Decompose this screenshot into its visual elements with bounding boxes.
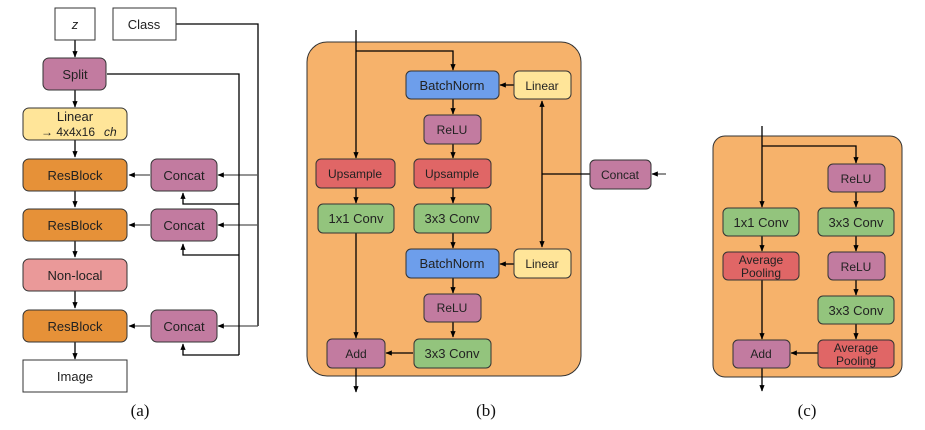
linear-label: Linear (57, 109, 94, 124)
resblock-label-3: ResBlock (48, 319, 103, 334)
linear-node-2 (513, 248, 572, 279)
conv3x3-node-1 (817, 207, 895, 237)
concat-node-1 (150, 158, 218, 192)
panel-a: z Class Split Linear → 4x4x16 ch ResBloc… (22, 7, 259, 420)
resblock-label-2: ResBlock (48, 218, 103, 233)
relu-node-1 (423, 114, 482, 145)
linear-label-1: Linear (525, 79, 558, 93)
panel-c: ReLU 1x1 Conv 3x3 Conv Average Pooling R… (712, 126, 903, 420)
panel-a-connectors (72, 23, 259, 360)
avgpool-main-label-1: Average (834, 341, 879, 355)
add-node (732, 339, 791, 369)
upsample-main-node (413, 158, 492, 189)
nonlocal-label: Non-local (48, 268, 103, 283)
resblock-node-1 (22, 158, 128, 192)
caption-a: (a) (131, 401, 150, 420)
conv3x3-label-1: 3x3 Conv (829, 215, 884, 230)
conv3x3-label-1: 3x3 Conv (425, 211, 480, 226)
resblock-label-1: ResBlock (48, 168, 103, 183)
class-label: Class (128, 17, 161, 32)
upsample-main-label: Upsample (425, 167, 479, 181)
image-output-box (22, 359, 128, 393)
relu-label-2: ReLU (437, 301, 468, 315)
linear-node-1 (513, 70, 572, 100)
conv3x3-label-2: 3x3 Conv (425, 346, 480, 361)
linear-node (22, 107, 128, 141)
linear-label-2: Linear (525, 257, 558, 271)
add-label: Add (750, 347, 771, 361)
conv1x1-label: 1x1 Conv (329, 211, 384, 226)
nonlocal-node (22, 258, 128, 292)
add-node (326, 338, 386, 369)
panel-b: BatchNorm Linear ReLU Upsample Upsample … (306, 30, 666, 420)
relu-label-1: ReLU (841, 172, 872, 186)
resblock-node-3 (22, 309, 128, 343)
avgpool-skip-label-2: Pooling (741, 266, 781, 280)
caption-b: (b) (476, 401, 496, 420)
add-label: Add (345, 347, 366, 361)
concat-node-3 (150, 309, 218, 343)
batchnorm-node-2 (405, 248, 500, 279)
concat-node-2 (150, 208, 218, 242)
concat-label: Concat (601, 168, 640, 182)
z-input-box (54, 7, 96, 41)
conv3x3-node-2 (817, 295, 895, 325)
conv3x3-node-1 (413, 203, 492, 234)
concat-node (589, 159, 652, 190)
avgpool-main-node (817, 339, 895, 369)
conv1x1-node (317, 203, 395, 234)
concat-label-1: Concat (163, 168, 205, 183)
relu-label-1: ReLU (437, 123, 468, 137)
batchnorm-label-2: BatchNorm (419, 256, 484, 271)
upsample-skip-label: Upsample (328, 167, 382, 181)
avgpool-main-label-2: Pooling (836, 354, 876, 368)
relu-node-2 (423, 293, 482, 323)
caption-c: (c) (798, 401, 817, 420)
linear-shape-label: → 4x4x16 (41, 125, 95, 139)
avgpool-skip-node (722, 251, 800, 281)
resblock-node-2 (22, 208, 128, 242)
z-label: z (71, 17, 79, 32)
batchnorm-node-1 (405, 70, 500, 100)
upsample-skip-node (315, 158, 396, 189)
conv1x1-node (722, 207, 800, 237)
batchnorm-label-1: BatchNorm (419, 78, 484, 93)
split-node (42, 57, 107, 91)
split-label: Split (62, 67, 88, 82)
relu-node-1 (827, 163, 886, 193)
image-label: Image (57, 369, 93, 384)
conv3x3-label-2: 3x3 Conv (829, 303, 884, 318)
relu-node-2 (827, 251, 886, 281)
panel-c-connectors (759, 126, 859, 392)
relu-label-2: ReLU (841, 260, 872, 274)
concat-label-3: Concat (163, 319, 205, 334)
avgpool-skip-label-1: Average (739, 253, 784, 267)
class-input-box (112, 7, 177, 41)
linear-ch-label: ch (104, 125, 117, 139)
panel-b-connectors (353, 30, 666, 393)
concat-label-2: Concat (163, 218, 205, 233)
conv3x3-node-2 (413, 338, 492, 369)
conv1x1-label: 1x1 Conv (734, 215, 789, 230)
